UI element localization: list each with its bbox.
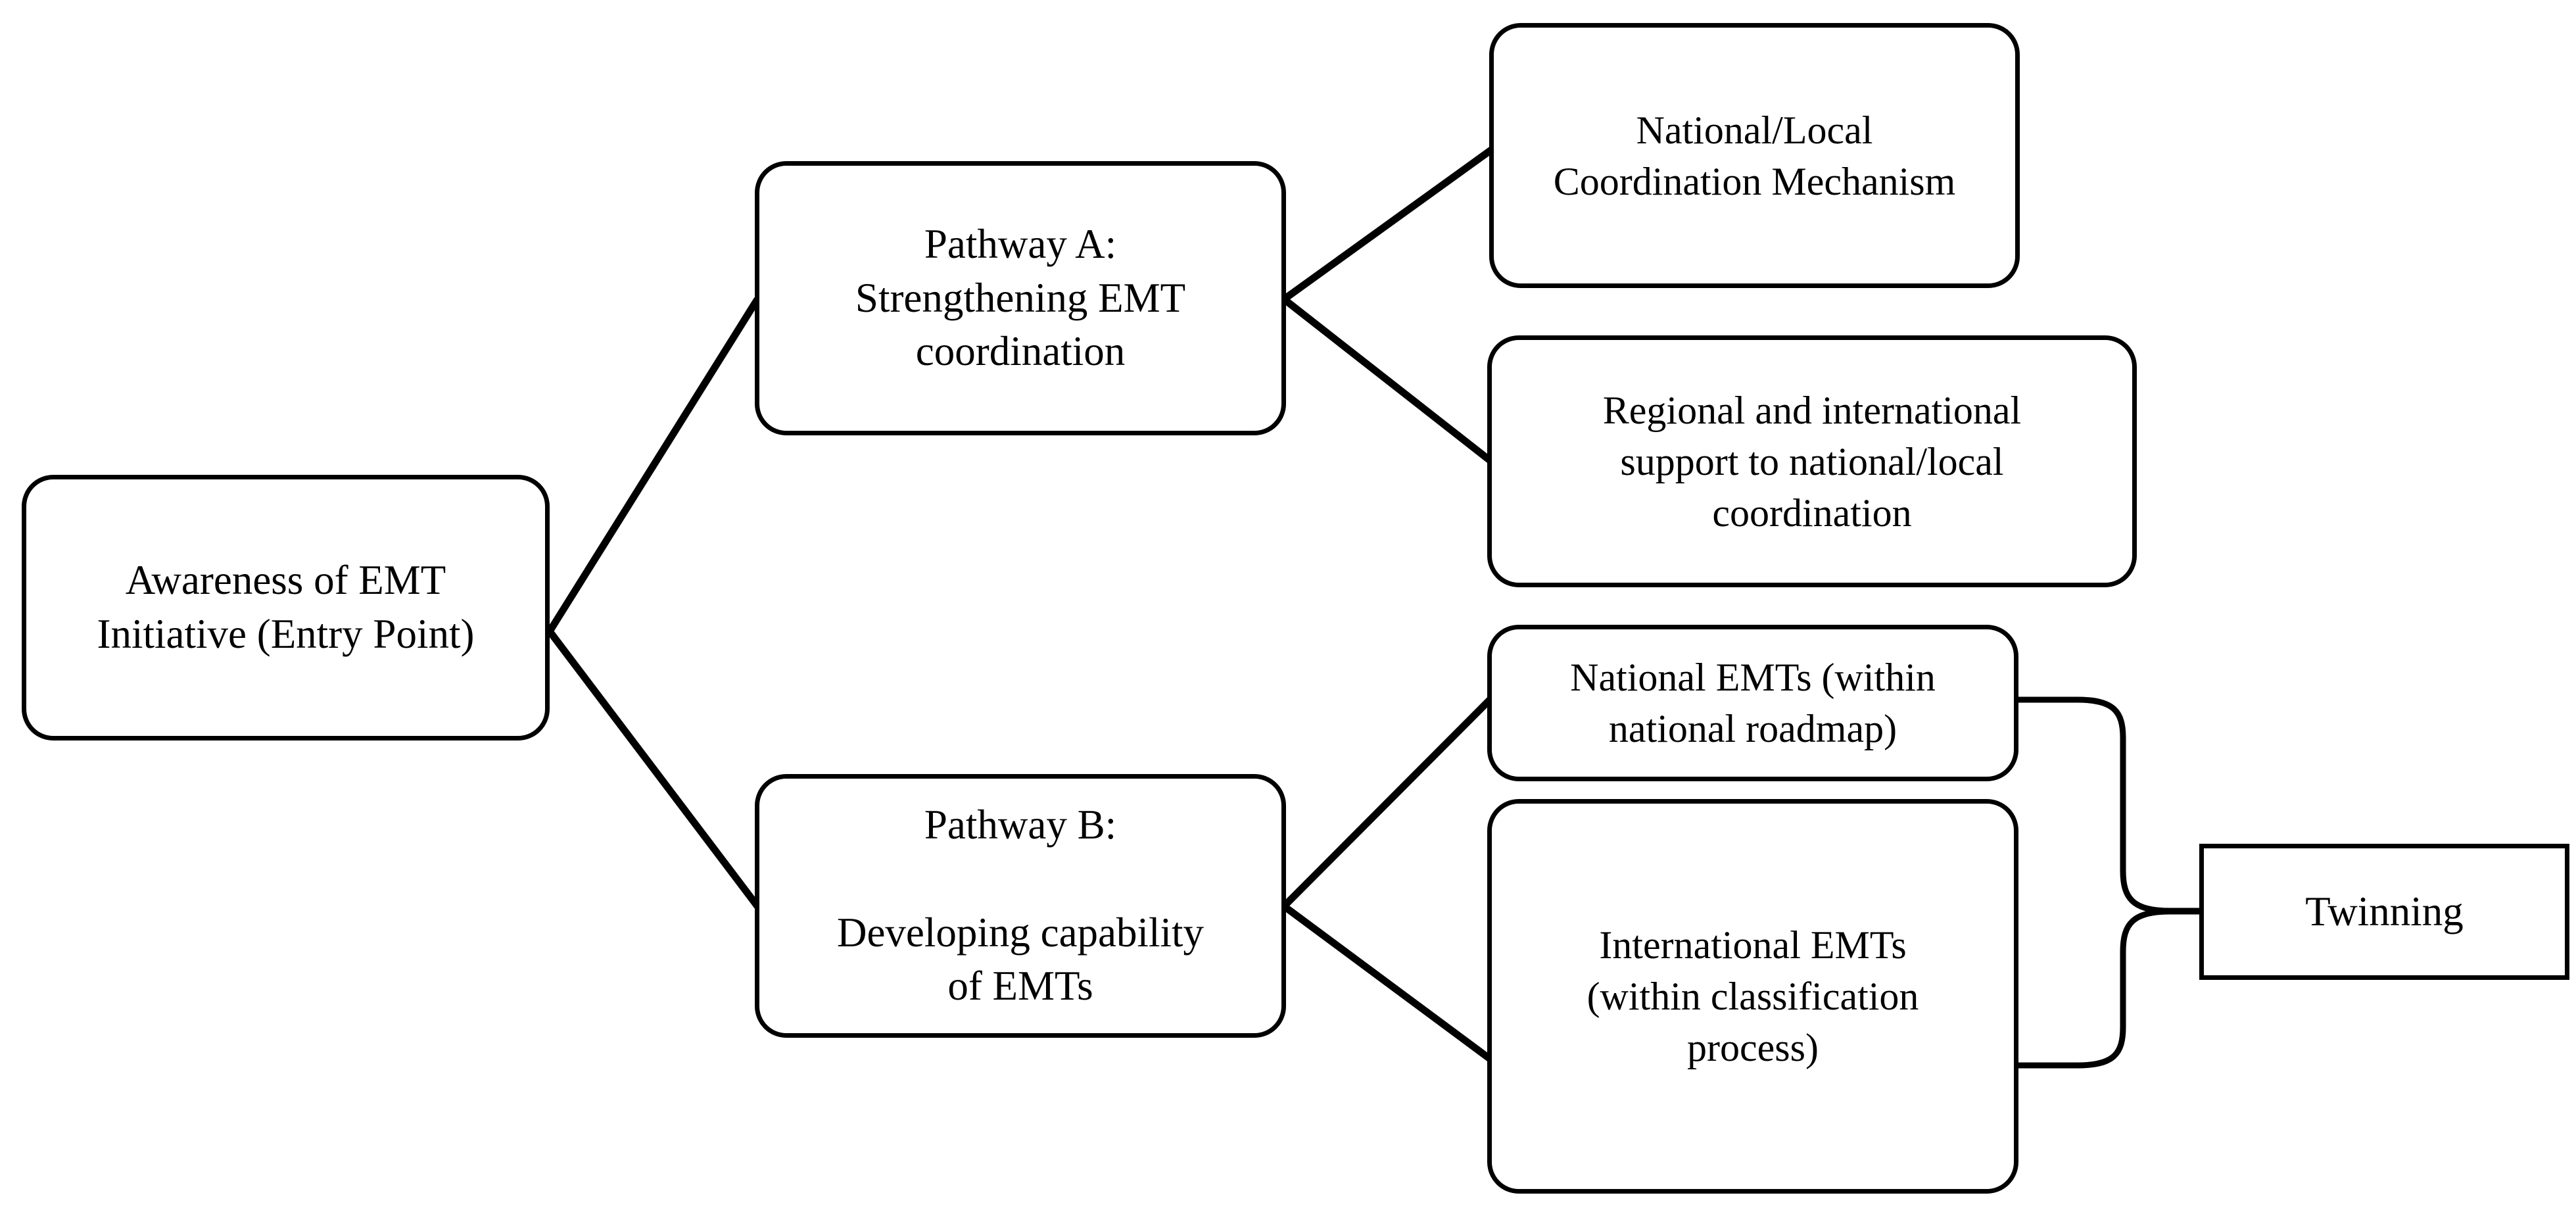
edge-pathway-b-to-international-emts [1281,903,1492,1062]
node-label: Pathway B: Developing capability of EMTs [836,801,1205,1009]
edge-entry-to-pathway-a [546,297,761,633]
edge-national-emts-to-twinning [2018,696,2201,914]
node-national-emts[interactable]: National EMTs (within national roadmap) [1487,625,2018,781]
node-label: Regional and international support to na… [1602,388,2022,535]
node-label: National EMTs (within national roadmap) [1570,656,1936,750]
node-twinning[interactable]: Twinning [2199,844,2569,980]
node-national-local-coordination-mechanism[interactable]: National/Local Coordination Mechanism [1489,23,2020,288]
node-international-emts[interactable]: International EMTs (within classificatio… [1487,799,2018,1194]
node-awareness-of-emt-initiative[interactable]: Awareness of EMT Initiative (Entry Point… [22,475,550,741]
node-label: Twinning [2305,888,2464,935]
node-label: Pathway A: Strengthening EMT coordinatio… [855,220,1186,375]
node-label: International EMTs (within classificatio… [1586,923,1919,1069]
node-label: Awareness of EMT Initiative (Entry Point… [97,557,475,657]
edge-entry-to-pathway-b [546,629,761,909]
edge-pathway-a-to-regional-support [1281,296,1492,464]
node-regional-and-international-support[interactable]: Regional and international support to na… [1487,335,2137,587]
node-pathway-b[interactable]: Pathway B: Developing capability of EMTs [755,774,1286,1038]
edge-international-emts-to-twinning [2018,908,2201,1069]
edge-pathway-a-to-coordination-mechanism [1281,147,1494,303]
node-pathway-a[interactable]: Pathway A: Strengthening EMT coordinatio… [755,161,1286,435]
node-label: National/Local Coordination Mechanism [1553,108,1956,203]
edge-pathway-b-to-national-emts [1281,697,1492,909]
